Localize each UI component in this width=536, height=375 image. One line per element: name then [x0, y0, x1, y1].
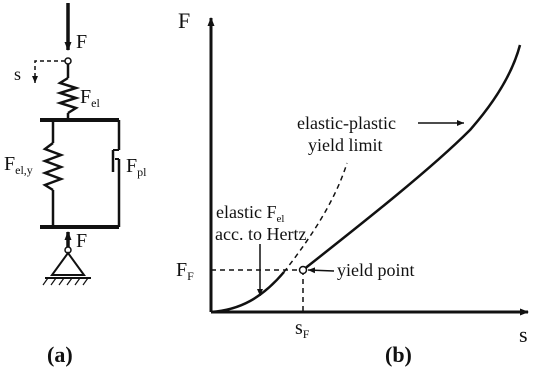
friction-pl-label: Fpl [126, 155, 147, 179]
caption-b: (b) [385, 342, 412, 367]
spring-el [55, 76, 81, 115]
displacement-indicator [32, 60, 65, 83]
yield-point-label: yield point [337, 260, 415, 280]
panel-a-model [32, 3, 121, 286]
force-label-top: F [76, 31, 87, 53]
spring-el-label: Fel [80, 86, 100, 110]
support-triangle [50, 251, 86, 276]
hertz-curve-extension [283, 162, 348, 273]
caption-a: (a) [47, 342, 73, 367]
yield-annotation-arrow [307, 267, 335, 274]
yield-point-marker [298, 265, 308, 275]
top-node [64, 57, 72, 65]
x-axis-label: s [519, 322, 528, 347]
y-axis-label: F [178, 8, 190, 33]
spring-ely-label: Fel,y [4, 153, 33, 177]
yield-displacement-label: sF [295, 317, 310, 341]
yield-force-label: FF [176, 259, 194, 283]
elastic-plastic-curve [302, 44, 522, 271]
force-label-bottom: F [76, 230, 87, 252]
panel-b-chart [207, 17, 529, 316]
displacement-label-a: s [14, 64, 21, 84]
hertz-curve [210, 271, 285, 314]
plastic-annotation-line1: elastic-plastic [297, 113, 396, 133]
ground-hatch [42, 277, 89, 286]
elastic-annotation-line1: elastic Fel [216, 202, 284, 225]
spring-el-y [41, 142, 65, 192]
elastic-annotation-line2: acc. to Hertz [215, 224, 306, 244]
plastic-annotation-line2: yield limit [308, 135, 383, 155]
